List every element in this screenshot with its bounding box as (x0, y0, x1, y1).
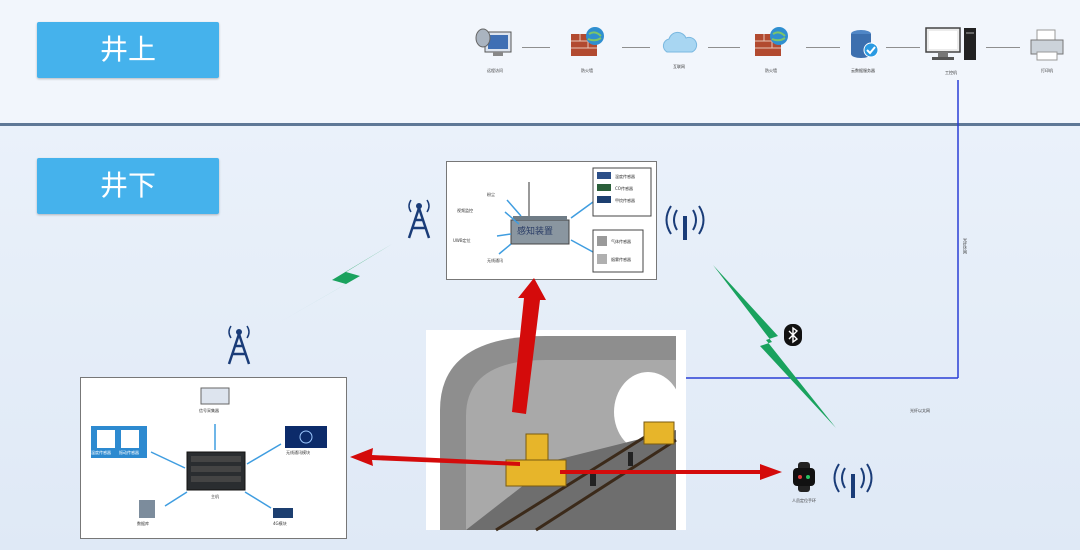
wifi-access-point-icon (665, 205, 705, 240)
sensing-device-panel: 感知装置 粉尘 视频监控 UWB定位 无线通讯 温度传感器 CO传感器 甲烷传感… (446, 161, 657, 280)
connector-line (622, 47, 650, 48)
sensing-right-item: 温度传感器 (615, 174, 635, 179)
firewall-node-2[interactable]: 防火墙 (748, 26, 794, 74)
control-host-panel: 信号采集器 温度传感器 振动传感器 无线通讯模块 主机 数据库 4G模块 (80, 377, 347, 539)
sensing-right-item: CO传感器 (615, 186, 633, 191)
database-server-icon (851, 30, 879, 58)
connector-line (522, 47, 550, 48)
connector-line (708, 47, 740, 48)
workstation-icon (925, 27, 976, 60)
firewall-icon (755, 27, 788, 56)
firewall-node-1[interactable]: 防火墙 (564, 26, 610, 74)
control-bottom-left: 数据库 (137, 521, 149, 526)
sensing-right-item: 烟雾传感器 (611, 257, 631, 262)
sensing-device-label: 感知装置 (517, 227, 554, 237)
sensing-left-item: UWB定位 (453, 238, 471, 243)
wearable-node[interactable]: 人员定位手环 (784, 462, 824, 504)
control-left-item: 振动传感器 (119, 450, 139, 455)
satellite-dish-monitor-icon (475, 28, 512, 56)
bluetooth-icon (784, 324, 802, 346)
radio-tower-icon (407, 199, 431, 239)
fiber-ethernet-label: 光纤以太网 (910, 408, 930, 413)
sensing-left-item: 无线通讯 (487, 258, 503, 263)
smartwatch-icon (793, 462, 815, 492)
control-bottom-right: 4G模块 (273, 521, 287, 526)
radio-tower-icon (227, 325, 251, 365)
connector-line (886, 47, 920, 48)
tunnel-illustration (426, 330, 686, 532)
remote-access-node[interactable]: 远程访问 (472, 26, 518, 74)
sensing-right-item: 气体传感器 (611, 239, 631, 244)
wifi-access-point-icon (833, 463, 873, 498)
internet-node[interactable]: 互联网 (656, 30, 702, 70)
sensing-right-item: 甲烷传感器 (615, 198, 635, 203)
firewall-icon (571, 27, 604, 56)
cloud-server-node[interactable]: 云数据服务器 (838, 26, 888, 74)
fiber-ring-label: 光纤环网 (963, 238, 968, 254)
control-center-label: 主机 (211, 494, 219, 499)
printer-node[interactable]: 打印机 (1022, 28, 1072, 74)
control-right-item: 无线通讯模块 (286, 450, 310, 455)
printer-icon (1030, 29, 1064, 61)
cloud-icon (662, 31, 698, 53)
control-left-item: 温度传感器 (91, 450, 111, 455)
sensing-left-item: 粉尘 (487, 192, 495, 197)
workstation-node[interactable]: 工控机 (920, 24, 982, 76)
control-host-diagram (91, 387, 327, 518)
ground-divider (0, 123, 1080, 126)
sensing-device-diagram (496, 167, 652, 273)
zone-label-surface: 井上 (37, 22, 219, 78)
connector-line (806, 47, 840, 48)
connector-line (986, 47, 1020, 48)
control-top-item: 信号采集器 (199, 408, 219, 413)
sensing-left-item: 视频监控 (457, 208, 473, 213)
zone-label-underground: 井下 (37, 158, 219, 214)
